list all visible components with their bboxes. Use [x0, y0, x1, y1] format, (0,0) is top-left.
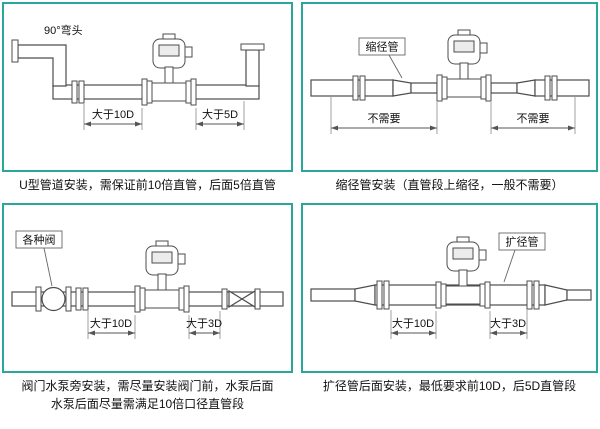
valve-label: 各种阀 — [23, 233, 56, 247]
pipe-drawing — [310, 280, 592, 310]
ball-valve-icon — [41, 287, 66, 312]
dimension-before: 大于10D — [87, 311, 136, 340]
caption-line-1: 阀门水泵旁安装，需尽量安装阀门前，水泵后面 — [21, 379, 274, 394]
pipe-drawing — [310, 75, 590, 101]
panel-reducer: 缩径管 不需要 不需要 缩径管安装（直管段上缩径，一般不需要） — [301, 2, 598, 203]
caption-line-2: 水泵后面尽量需满足10倍口径直管段 — [50, 396, 245, 411]
dimension-before: 大于10D — [390, 310, 437, 340]
panel-box-u-type: 90°弯头 大于10D 大于5D — [2, 2, 293, 172]
panel-caption-reducer: 缩径管安装（直管段上缩径，一般不需要） — [303, 177, 596, 194]
dim-after-label: 大于5D — [202, 107, 238, 121]
reducer-label: 缩径管 — [366, 40, 399, 54]
reducer-callout: 缩径管 — [358, 37, 406, 79]
panel-caption-expander: 扩径管后面安装，最低要求前10D，后5D直管段 — [303, 378, 596, 395]
dimension-before: 不需要 — [330, 97, 438, 134]
panel-caption-u-type: U型管道安装，需保证前10倍直管，后面5倍直管 — [4, 177, 291, 194]
dimension-after: 不需要 — [490, 97, 576, 134]
flowmeter-icon — [435, 236, 491, 309]
flowmeter-icon — [134, 240, 190, 313]
panel-valve-pump: 各种阀 大于10D 大于3D 阀门水泵旁安装，需尽量安装阀门前，水泵后 — [2, 203, 293, 422]
pipe-drawing — [11, 39, 265, 104]
panel-u-type: 90°弯头 大于10D 大于5D U型管道安装，需保证前10倍直管，后面5倍直管 — [2, 2, 293, 203]
panel-box-reducer: 缩径管 不需要 不需要 — [301, 2, 598, 172]
dimension-before: 大于10D — [83, 104, 143, 130]
caption-line-1: 扩径管后面安装，最低要求前10D，后5D直管段 — [322, 379, 577, 394]
dim-after-label: 大于3D — [186, 316, 222, 330]
panel-box-valve-pump: 各种阀 大于10D 大于3D — [2, 203, 293, 374]
reducer-installation-diagram: 缩径管 不需要 不需要 — [310, 29, 590, 134]
panel-caption-valve-pump: 阀门水泵旁安装，需尽量安装阀门前，水泵后面 水泵后面尽量需满足10倍口径直管段 — [4, 378, 291, 413]
elbow-label: 90°弯头 — [44, 23, 83, 37]
dim-before-label: 不需要 — [368, 112, 401, 125]
dimension-after: 大于3D — [489, 310, 528, 340]
expander-installation-diagram: 扩径管 大于10D 大于3D — [310, 232, 592, 340]
expander-callout: 扩径管 — [498, 232, 546, 283]
caption-line-1: U型管道安装，需保证前10倍直管，后面5倍直管 — [19, 178, 276, 192]
dimension-after: 大于3D — [186, 311, 222, 340]
flowmeter-icon — [141, 33, 197, 106]
gate-valve-icon — [228, 290, 256, 309]
dim-before-label: 大于10D — [392, 316, 434, 330]
dim-before-label: 大于10D — [90, 316, 132, 330]
valve-pump-installation-diagram: 各种阀 大于10D 大于3D — [11, 230, 284, 340]
dim-after-label: 大于3D — [490, 316, 526, 330]
valve-callout: 各种阀 — [15, 230, 63, 287]
panel-expander: 扩径管 大于10D 大于3D 扩径管后面安装，最低要求前10D，后5D — [301, 203, 598, 422]
dim-before-label: 大于10D — [92, 107, 134, 121]
u-type-installation-diagram: 90°弯头 大于10D 大于5D — [11, 23, 265, 130]
dim-after-label: 不需要 — [517, 112, 550, 125]
flowmeter-icon — [436, 29, 492, 102]
caption-line-1: 缩径管安装（直管段上缩径，一般不需要） — [335, 178, 564, 192]
dimension-after: 大于5D — [195, 101, 245, 130]
expander-label: 扩径管 — [506, 235, 539, 249]
panel-box-expander: 扩径管 大于10D 大于3D — [301, 203, 598, 374]
